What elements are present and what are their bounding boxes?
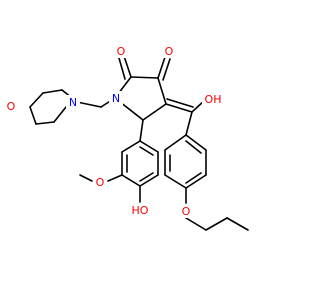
- bond: [139, 174, 159, 187]
- bond: [185, 217, 207, 231]
- bond: [123, 55, 132, 78]
- atom-label-o-ketone: O: [165, 45, 174, 58]
- bond: [76, 101, 102, 108]
- atom-label-n-morpholine: N: [69, 96, 77, 109]
- bond: [162, 58, 171, 81]
- bond: [139, 119, 144, 142]
- bond: [185, 111, 193, 136]
- atom-label-ho-phenol: HO: [132, 204, 149, 217]
- bond: [205, 217, 228, 231]
- atom-label-n-ring: N: [112, 92, 120, 105]
- bond: [185, 134, 207, 151]
- bond: [142, 103, 167, 121]
- bond: [185, 174, 207, 189]
- bond: [107, 174, 123, 182]
- molecule-structure: O O N O N OH O HO O: [4, 44, 249, 231]
- bond: [121, 174, 141, 187]
- bond: [157, 56, 166, 79]
- atom-label-o-propoxy: O: [182, 205, 191, 218]
- bond: [139, 140, 159, 153]
- bond: [130, 76, 159, 79]
- bond: [226, 217, 249, 231]
- bond: [118, 57, 126, 80]
- bond: [53, 106, 67, 123]
- bond: [79, 174, 93, 182]
- atom-label-o-methoxy: O: [96, 176, 105, 189]
- bond: [164, 174, 187, 189]
- bond: [42, 89, 63, 94]
- bond: [166, 98, 194, 108]
- bond: [29, 92, 44, 108]
- bond: [157, 77, 167, 105]
- bond: [165, 103, 193, 113]
- bond: [121, 140, 141, 153]
- bond: [164, 134, 187, 151]
- bond: [35, 121, 55, 125]
- bond: [29, 106, 37, 125]
- bond: [185, 140, 202, 154]
- atom-label-o-morpholine: O: [7, 100, 16, 113]
- atom-labels: O O N O N OH O HO O: [4, 44, 224, 218]
- bond: [185, 172, 202, 184]
- bond: [139, 172, 154, 182]
- bond: [139, 146, 154, 156]
- atom-label-oh-enol: OH: [205, 93, 222, 106]
- atom-label-o-ketone: O: [117, 45, 126, 58]
